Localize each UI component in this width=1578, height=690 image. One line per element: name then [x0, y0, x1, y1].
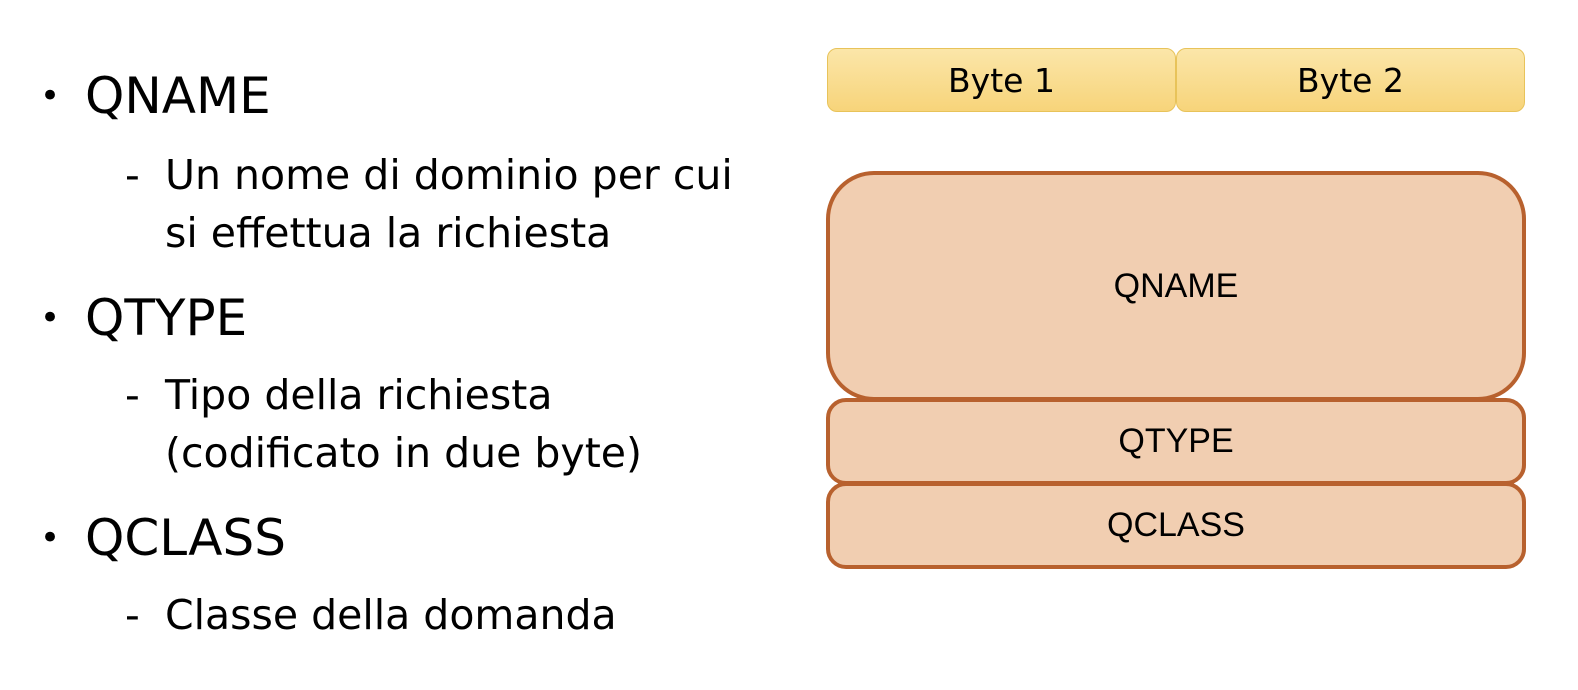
qname-field: QNAME	[826, 171, 1526, 401]
sub-dash: -	[125, 591, 140, 639]
sub-text: (codificato in due byte)	[165, 429, 642, 477]
sub-text: si effettua la richiesta	[165, 209, 612, 257]
byte-1-header: Byte 1	[827, 48, 1176, 112]
sub-text: Classe della domanda	[165, 591, 617, 639]
bullet-dot: •	[40, 298, 61, 338]
sub-text: Tipo della richiesta	[165, 371, 553, 419]
bullet-dot: •	[40, 518, 61, 558]
sub-bullet-qtype: - Tipo della richiesta (codificato in du…	[125, 366, 642, 482]
sub-bullet-qname: - Un nome di dominio per cui si effettua…	[125, 146, 733, 262]
sub-text: Un nome di dominio per cui	[165, 151, 733, 199]
bullet-title: QCLASS	[85, 509, 286, 567]
byte-2-header: Byte 2	[1176, 48, 1525, 112]
bullet-title: QTYPE	[85, 289, 248, 347]
sub-bullet-qclass: - Classe della domanda	[125, 586, 617, 644]
bullet-qtype: • QTYPE	[40, 288, 247, 348]
sub-dash: -	[125, 151, 140, 199]
bullet-list: • QNAME - Un nome di dominio per cui si e…	[40, 66, 733, 644]
bullet-title: QNAME	[85, 67, 271, 125]
bullet-qname: • QNAME	[40, 66, 271, 126]
bullet-dot: •	[40, 76, 61, 116]
sub-dash: -	[125, 371, 140, 419]
qclass-field: QCLASS	[826, 482, 1526, 569]
bullet-qclass: • QCLASS	[40, 508, 286, 568]
qtype-field: QTYPE	[826, 398, 1526, 485]
